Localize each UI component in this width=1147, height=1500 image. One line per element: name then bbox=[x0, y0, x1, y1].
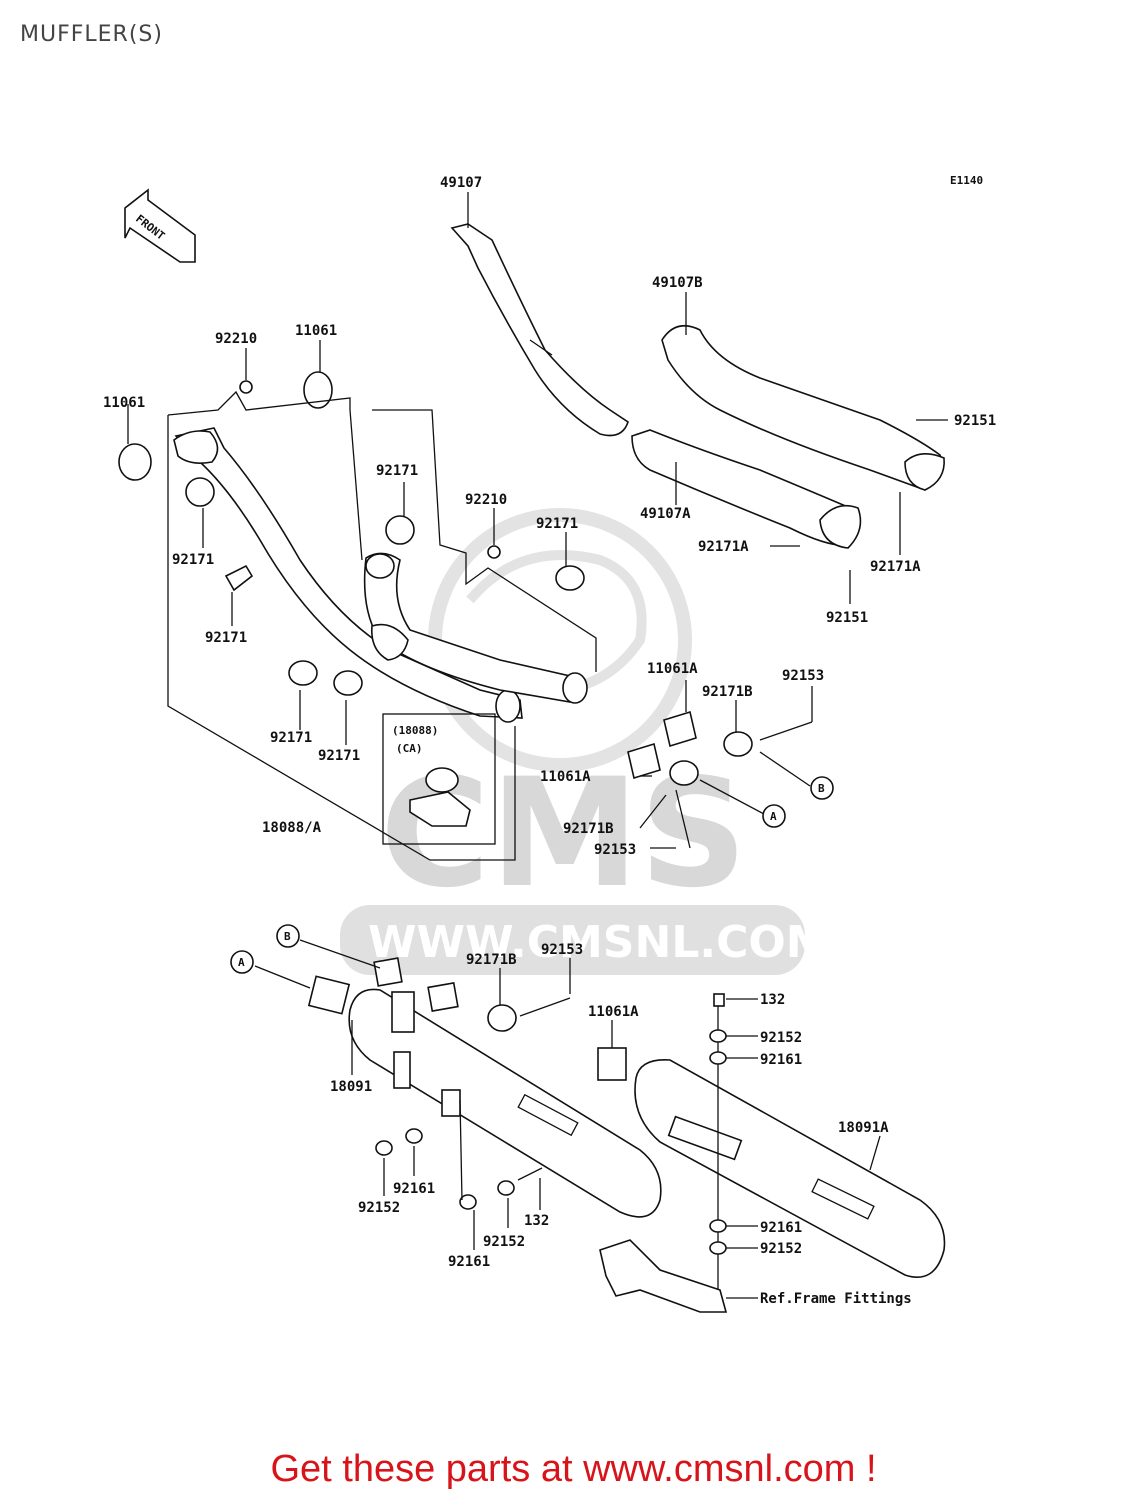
washer-icon bbox=[405, 1128, 423, 1144]
muffler-front bbox=[307, 975, 662, 1218]
exploded-parts-diagram: CMS WWW.CMSNL.COM FRONT E1140 bbox=[103, 174, 996, 1313]
nut-icon bbox=[239, 380, 253, 394]
gasket-icon bbox=[303, 371, 333, 409]
part-label: 92171A bbox=[870, 559, 921, 575]
part-label: 92161 bbox=[448, 1254, 490, 1270]
part-label: 49107B bbox=[652, 275, 703, 291]
svg-text:A: A bbox=[770, 810, 777, 823]
washer-icon bbox=[709, 1051, 727, 1065]
callout-b-lower: B bbox=[276, 924, 300, 948]
bolt-icon bbox=[517, 1167, 543, 1181]
part-label: 18088/A bbox=[262, 820, 322, 836]
part-label: 92153 bbox=[782, 668, 824, 684]
clamp-icon bbox=[555, 565, 585, 591]
callout-a-upper: A bbox=[762, 804, 786, 828]
leader-lines-lower bbox=[254, 939, 881, 1299]
heat-guard-front bbox=[450, 223, 629, 437]
part-label: 11061A bbox=[647, 661, 698, 677]
leader-lines bbox=[127, 192, 948, 861]
bolt-icon bbox=[713, 993, 725, 1007]
part-label: 92152 bbox=[760, 1241, 802, 1257]
part-label: 11061 bbox=[295, 323, 337, 339]
part-label: 132 bbox=[524, 1213, 549, 1229]
part-label: 92153 bbox=[594, 842, 636, 858]
clamp-icon bbox=[385, 515, 415, 545]
exhaust-pipe-front bbox=[173, 427, 523, 723]
part-label: 92171B bbox=[563, 821, 614, 837]
clamp-icon bbox=[669, 760, 699, 786]
nut-icon bbox=[487, 545, 501, 559]
part-labels: 49107 49107B 92151 49107A 92171A 92171A … bbox=[103, 175, 996, 1307]
part-label: 92171 bbox=[270, 730, 312, 746]
inset-label-2: (CA) bbox=[396, 742, 423, 755]
part-label: 18091 bbox=[330, 1079, 372, 1095]
part-label: 92171 bbox=[205, 630, 247, 646]
svg-text:B: B bbox=[818, 782, 825, 795]
part-label: 18091A bbox=[838, 1120, 889, 1136]
part-label: 92171B bbox=[702, 684, 753, 700]
exhaust-pipe-rear bbox=[363, 552, 588, 704]
svg-text:B: B bbox=[284, 930, 291, 943]
callout-a-lower: A bbox=[230, 950, 254, 974]
clamp-icon bbox=[333, 670, 363, 696]
muffler-rear bbox=[634, 1059, 946, 1278]
clamp-icon bbox=[487, 1004, 517, 1032]
sleeve-icon bbox=[427, 981, 459, 1013]
clamp-icon bbox=[723, 731, 753, 757]
part-label: 92210 bbox=[465, 492, 507, 508]
bolt-icon bbox=[759, 721, 813, 741]
part-label: 92151 bbox=[954, 413, 996, 429]
bolt-icon bbox=[675, 789, 691, 849]
part-label: 92171B bbox=[466, 952, 517, 968]
diagram-code: E1140 bbox=[950, 174, 983, 187]
part-label: 92151 bbox=[826, 610, 868, 626]
part-label: 11061 bbox=[103, 395, 145, 411]
frame-bracket bbox=[599, 1239, 728, 1313]
sleeve-icon bbox=[663, 710, 697, 748]
part-label: 49107A bbox=[640, 506, 691, 522]
callout-b-upper: B bbox=[810, 776, 834, 800]
heat-guard-rear-lower bbox=[631, 429, 862, 549]
part-label: 92161 bbox=[760, 1220, 802, 1236]
part-label: 132 bbox=[760, 992, 785, 1008]
sleeve-icon bbox=[597, 1047, 627, 1081]
part-label: 92152 bbox=[358, 1200, 400, 1216]
washer-icon bbox=[709, 1029, 727, 1043]
part-label: 92161 bbox=[760, 1052, 802, 1068]
part-label: 92171A bbox=[698, 539, 749, 555]
part-label: 49107 bbox=[440, 175, 482, 191]
svg-text:A: A bbox=[238, 956, 245, 969]
sleeve-icon bbox=[373, 957, 403, 987]
part-label: 92171 bbox=[536, 516, 578, 532]
part-label: 92152 bbox=[760, 1030, 802, 1046]
part-label: 92171 bbox=[172, 552, 214, 568]
part-label: Ref.Frame Fittings bbox=[760, 1291, 912, 1307]
clamp-icon bbox=[288, 660, 318, 686]
part-label: 92171 bbox=[376, 463, 418, 479]
heat-guard-rear-upper bbox=[661, 324, 945, 491]
part-label: 11061A bbox=[540, 769, 591, 785]
footer-link[interactable]: Get these parts at www.cmsnl.com ! bbox=[270, 1448, 877, 1490]
inset-box: (18088) (CA) bbox=[382, 713, 496, 845]
washer-icon bbox=[709, 1241, 727, 1255]
part-label: 92153 bbox=[541, 942, 583, 958]
part-label: 92171 bbox=[318, 748, 360, 764]
watermark-url: WWW.CMSNL.COM bbox=[368, 917, 830, 968]
inset-label-1: (18088) bbox=[392, 724, 438, 737]
washer-icon bbox=[497, 1180, 515, 1196]
part-label: 92210 bbox=[215, 331, 257, 347]
sleeve-icon bbox=[627, 742, 661, 780]
clamp-icon bbox=[224, 564, 254, 592]
clamp-icon bbox=[185, 477, 215, 507]
bolt-icon bbox=[519, 997, 571, 1017]
part-label: 92152 bbox=[483, 1234, 525, 1250]
washer-icon bbox=[459, 1194, 477, 1210]
front-arrow-icon: FRONT bbox=[124, 188, 196, 263]
part-label: 92161 bbox=[393, 1181, 435, 1197]
washer-icon bbox=[709, 1219, 727, 1233]
washer-icon bbox=[375, 1140, 393, 1156]
gasket-icon bbox=[118, 443, 152, 481]
part-label: 11061A bbox=[588, 1004, 639, 1020]
page-title: MUFFLER(S) bbox=[20, 22, 163, 47]
